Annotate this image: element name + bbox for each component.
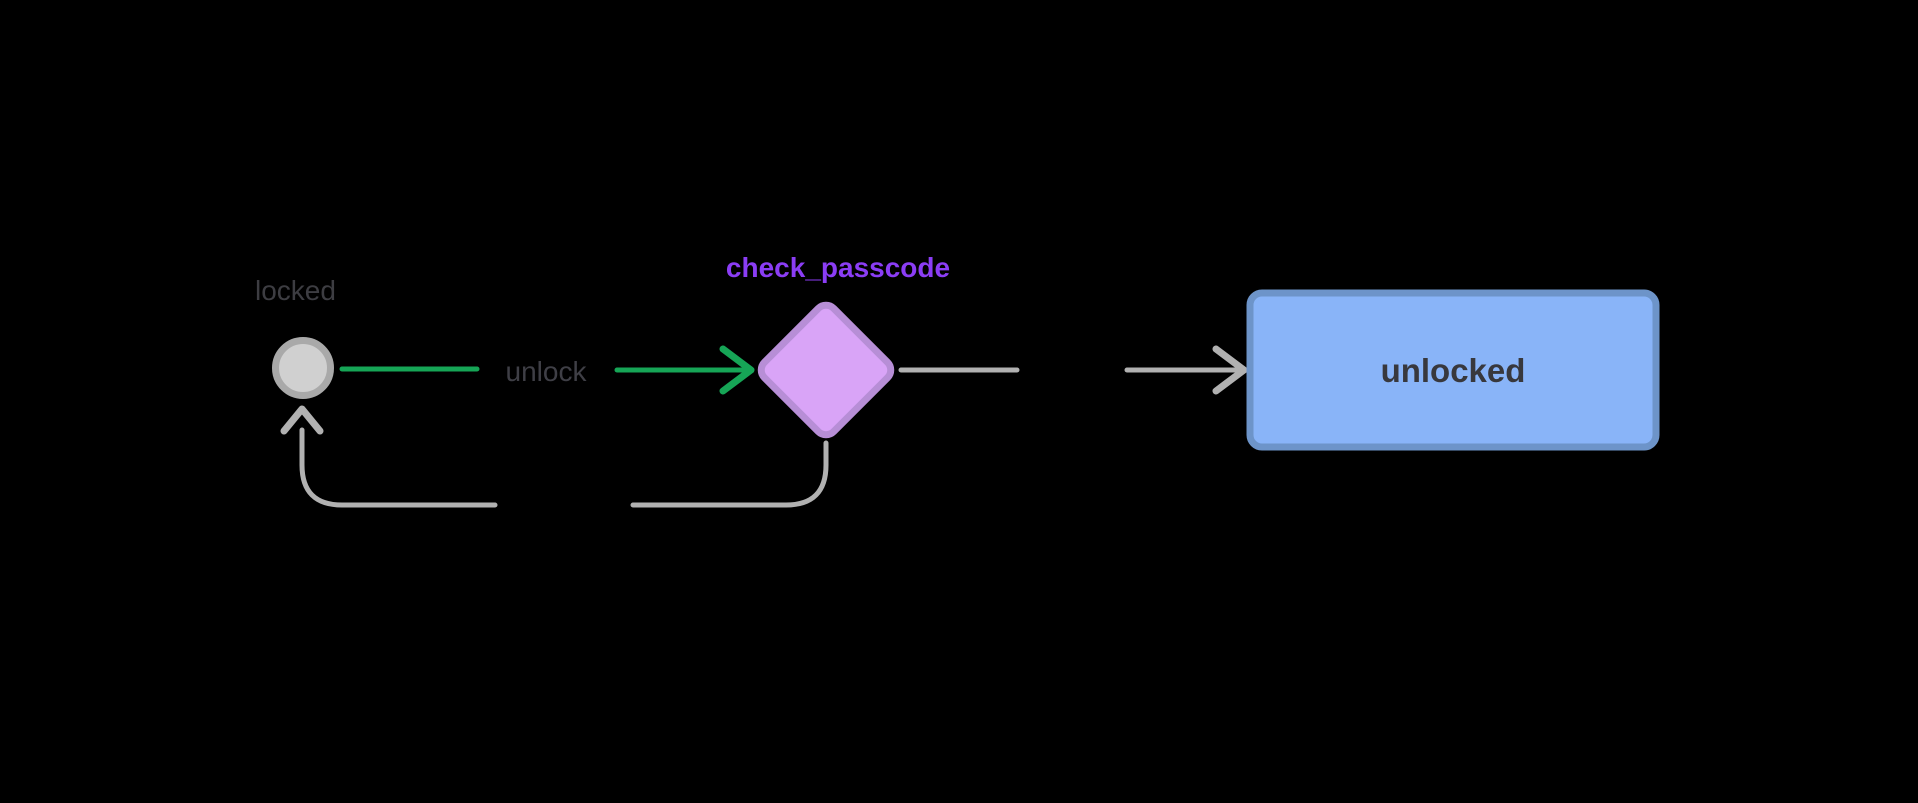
node-unlocked-box[interactable] bbox=[1246, 289, 1660, 451]
edge-unlock: unlock bbox=[339, 345, 755, 395]
edge-unlock-label: unlock bbox=[506, 356, 588, 387]
node-check-passcode: check_passcode bbox=[726, 252, 950, 439]
node-unlocked-label: unlocked bbox=[1381, 352, 1526, 389]
edge-loop-back bbox=[280, 405, 829, 508]
node-check-passcode-label: check_passcode bbox=[726, 252, 950, 283]
edge-loop-back-arrowhead-icon bbox=[280, 405, 324, 435]
node-unlocked: unlocked bbox=[1246, 289, 1660, 451]
node-locked: locked bbox=[255, 275, 336, 399]
node-check-passcode-diamond[interactable] bbox=[757, 301, 896, 440]
edge-to-unlocked-arrowhead-icon bbox=[1212, 345, 1248, 395]
edge-to-unlocked bbox=[898, 345, 1248, 395]
edge-loop-back-segment-left bbox=[299, 427, 498, 508]
node-locked-initial-dot[interactable] bbox=[272, 337, 334, 399]
edge-unlock-arrowhead-icon bbox=[719, 345, 755, 395]
node-locked-label: locked bbox=[255, 275, 336, 306]
edge-loop-back-segment-right bbox=[630, 440, 829, 508]
